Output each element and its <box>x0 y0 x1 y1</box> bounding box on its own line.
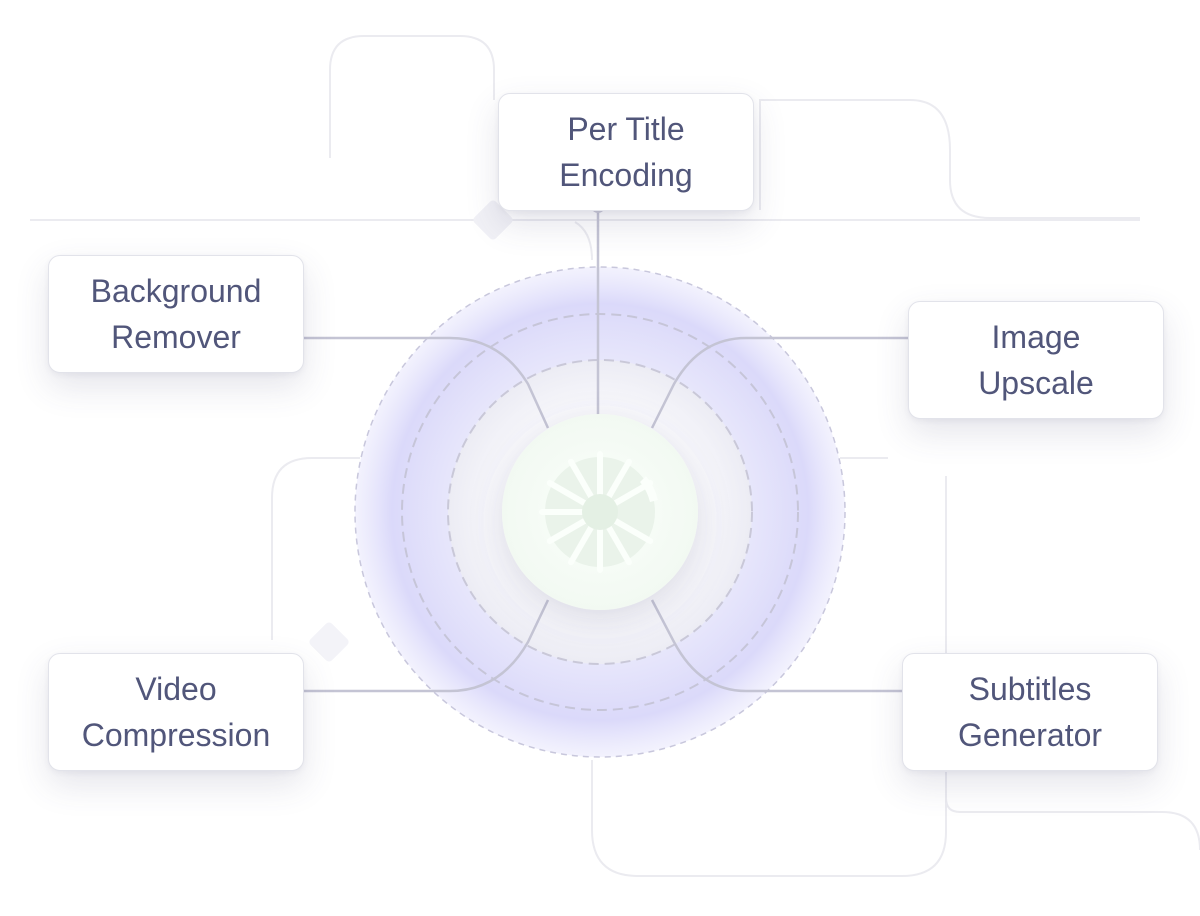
card-per-title-encoding[interactable]: Per Title Encoding <box>498 93 754 211</box>
card-label-line2: Encoding <box>559 157 693 193</box>
card-label-line1: Video <box>135 671 217 707</box>
connector-background <box>268 336 550 429</box>
card-image-upscale[interactable]: Image Upscale <box>908 301 1164 419</box>
card-background-remover[interactable]: Background Remover <box>48 255 304 373</box>
card-label-line1: Image <box>991 319 1081 355</box>
card-label-line2: Remover <box>111 319 241 355</box>
card-label-line1: Background <box>90 273 262 309</box>
connector-image <box>650 336 930 429</box>
connector-lines <box>268 206 930 693</box>
card-label-line1: Subtitles <box>968 671 1092 707</box>
background-grid <box>30 35 1200 877</box>
spinner-icon <box>539 451 658 573</box>
connector-video <box>268 599 550 693</box>
card-subtitles-generator[interactable]: Subtitles Generator <box>902 653 1158 771</box>
card-video-compression[interactable]: Video Compression <box>48 653 304 771</box>
middle-ring <box>401 313 799 711</box>
card-label-line2: Generator <box>957 717 1103 753</box>
diamond-decoration <box>473 200 513 240</box>
card-label-line2: Compression <box>81 717 271 753</box>
connector-subtitles <box>650 599 930 693</box>
card-label-line1: Per Title <box>567 111 685 147</box>
diamond-decoration <box>309 622 349 662</box>
card-label-line2: Upscale <box>978 365 1094 401</box>
